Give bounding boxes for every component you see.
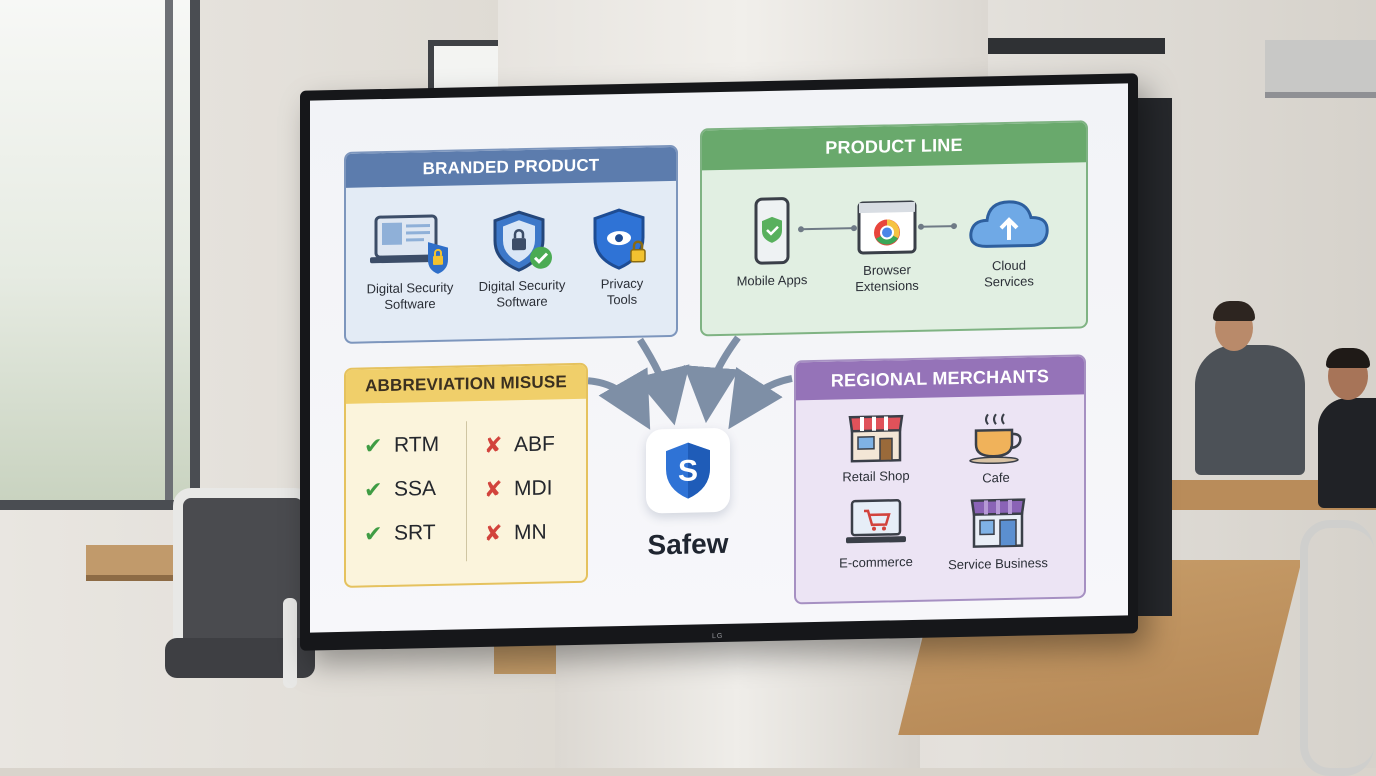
merchant-label-ecommerce: E-commerce (839, 553, 913, 571)
correct-row-2: ✔ SSA (364, 476, 436, 504)
shield-s-icon: S (666, 442, 710, 499)
browser-window-icon (857, 200, 917, 255)
ceiling-beam (985, 38, 1165, 54)
cross-icon: ✘ (484, 432, 503, 458)
merchant-label-cafe: Cafe (982, 469, 1010, 486)
tv-brand-logo: LG (712, 632, 724, 641)
brand-name: Safew (647, 527, 729, 561)
regional-merchants-panel: REGIONAL MERCHANTS Retail Shop (794, 354, 1086, 605)
incorrect-row-2: ✘ MDI (484, 475, 553, 502)
arrow-from-branded (634, 337, 690, 426)
merchant-retail-shop: Retail Shop (826, 410, 926, 486)
ceiling-vent (1265, 40, 1376, 98)
product-line-title: PRODUCT LINE (702, 122, 1086, 171)
merchant-cafe: Cafe (946, 411, 1046, 487)
product-line-item-1-line1: Mobile Apps (736, 272, 808, 289)
flow-arrows (587, 335, 793, 430)
branded-product-panel: BRANDED PRODUCT Digital Security Softwar… (344, 144, 678, 344)
abbreviation-misuse-title: ABBREVIATION MISUSE (346, 364, 586, 404)
tv-mount-side (1136, 98, 1172, 616)
coffee-cup-icon (969, 413, 1022, 465)
product-line-item-mobile-apps: Mobile Apps (722, 196, 822, 290)
correct-abbr-2: SSA (394, 476, 437, 501)
merchant-label-service: Service Business (948, 555, 1048, 573)
privacy-shield-icon (593, 208, 646, 270)
incorrect-row-1: ✘ ABF (484, 431, 555, 458)
incorrect-abbr-2: MDI (514, 476, 553, 501)
storefront-icon (848, 414, 904, 463)
branded-item-digital-security-1: Digital Security Software (360, 211, 460, 313)
shield-lock-check-icon (493, 210, 552, 272)
branded-product-title: BRANDED PRODUCT (346, 146, 676, 188)
person-seated (1318, 348, 1376, 512)
product-line-panel: PRODUCT LINE Mobile Apps Bro (700, 120, 1088, 337)
branded-item-3-line2: Tools (606, 291, 638, 308)
abbreviation-divider (466, 421, 467, 562)
cross-icon: ✘ (484, 520, 503, 546)
product-line-item-cloud-services: Cloud Services (954, 195, 1064, 291)
arrow-from-product-line (683, 335, 741, 424)
tv-screen: BRANDED PRODUCT Digital Security Softwar… (310, 83, 1128, 633)
window-frame (165, 0, 173, 500)
branded-item-2-line2: Software (496, 293, 548, 310)
product-line-item-3-line2: Services (984, 273, 1034, 290)
incorrect-abbr-1: ABF (514, 432, 555, 457)
incorrect-row-3: ✘ MN (484, 520, 547, 547)
check-icon: ✔ (364, 477, 383, 503)
product-line-item-2-line2: Extensions (855, 277, 919, 295)
cross-icon: ✘ (484, 476, 503, 502)
office-chair-right (1300, 520, 1374, 776)
merchant-label-retail: Retail Shop (842, 468, 910, 485)
product-line-item-browser-extensions: Browser Extensions (832, 199, 942, 295)
branded-item-1-line1: Digital Security (366, 279, 454, 297)
correct-abbr-3: SRT (394, 520, 436, 545)
connector-line-2 (918, 223, 957, 230)
abbreviation-misuse-panel: ABBREVIATION MISUSE ✔RTM ✔SSA ✔SRT ✘ABF … (344, 362, 588, 588)
regional-merchants-title: REGIONAL MERCHANTS (796, 356, 1084, 401)
merchant-service-business: Service Business (936, 493, 1060, 574)
connector-line-1 (798, 225, 857, 233)
incorrect-abbr-3: MN (514, 520, 547, 545)
branded-item-privacy-tools: Privacy Tools (582, 207, 662, 309)
branded-item-3-line1: Privacy (600, 275, 644, 292)
logo-letter: S (678, 454, 698, 487)
check-icon: ✔ (364, 433, 383, 459)
cloud-upload-icon (969, 200, 1049, 248)
wall-tv: BRANDED PRODUCT Digital Security Softwar… (300, 73, 1138, 651)
arrow-from-abbreviation (587, 367, 651, 430)
laptop-cart-icon (846, 499, 906, 544)
safew-logo: S (646, 427, 730, 514)
shop-building-icon (970, 498, 1026, 548)
person-standing (1195, 301, 1305, 485)
branded-item-2-line1: Digital Security (478, 277, 566, 295)
office-chair (165, 488, 315, 718)
arrow-from-regional (728, 366, 793, 430)
branded-item-1-line2: Software (384, 295, 436, 313)
branded-item-digital-security-2: Digital Security Software (470, 209, 574, 311)
correct-row-1: ✔ RTM (364, 432, 439, 460)
correct-abbr-1: RTM (394, 432, 440, 457)
merchant-e-commerce: E-commerce (826, 496, 926, 572)
correct-row-3: ✔ SRT (364, 520, 436, 548)
check-icon: ✔ (364, 521, 383, 547)
laptop-lock-icon (370, 214, 448, 274)
smartphone-shield-icon (754, 197, 790, 265)
